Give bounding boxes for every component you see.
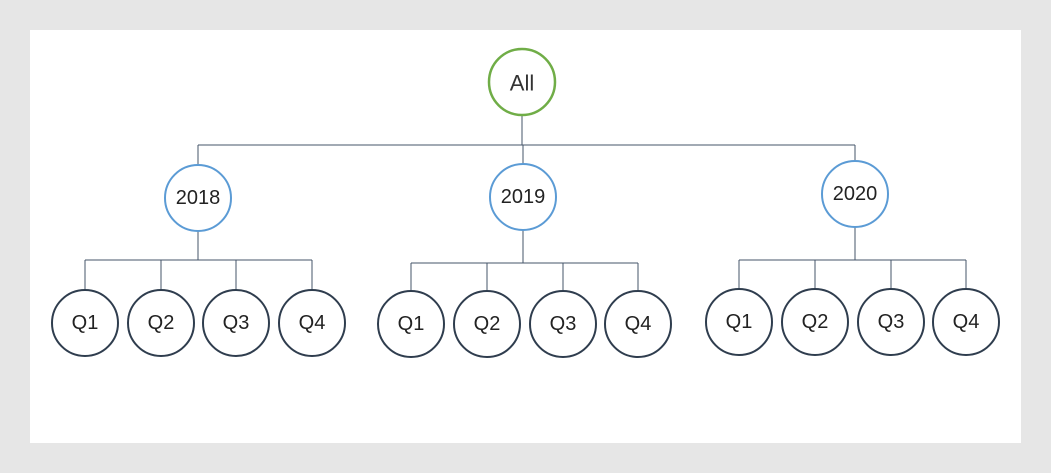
quarter-node: Q1 xyxy=(705,288,773,356)
quarter-label: Q2 xyxy=(802,311,829,333)
root-circle xyxy=(487,47,557,117)
quarter-label: Q1 xyxy=(726,311,753,333)
quarter-circle xyxy=(278,289,346,357)
quarter-node: Q4 xyxy=(604,290,672,358)
year-node: 2018 xyxy=(164,164,232,232)
quarter-circle xyxy=(781,288,849,356)
quarter-node: Q1 xyxy=(51,289,119,357)
quarter-node: Q3 xyxy=(857,288,925,356)
quarter-node: Q3 xyxy=(202,289,270,357)
quarter-circle xyxy=(51,289,119,357)
quarter-label: Q3 xyxy=(223,312,250,334)
year-circle xyxy=(164,164,232,232)
quarter-circle xyxy=(202,289,270,357)
year-node: 2019 xyxy=(489,163,557,231)
root-node: All xyxy=(487,47,557,117)
quarter-label: Q2 xyxy=(474,313,501,335)
quarter-node: Q1 xyxy=(377,290,445,358)
quarter-label: Q4 xyxy=(625,313,652,335)
year-circle xyxy=(489,163,557,231)
quarter-node: Q2 xyxy=(453,290,521,358)
quarter-circle xyxy=(529,290,597,358)
year-nodes: 2018 2019 2020 xyxy=(164,160,889,232)
quarter-circle xyxy=(705,288,773,356)
quarter-label: Q2 xyxy=(148,312,175,334)
quarter-node: Q2 xyxy=(781,288,849,356)
year-label: 2020 xyxy=(833,183,878,205)
quarter-circle xyxy=(453,290,521,358)
root-label: All xyxy=(510,71,534,96)
quarter-circle xyxy=(604,290,672,358)
connector-lines xyxy=(84,115,967,291)
quarter-circle xyxy=(857,288,925,356)
quarter-label: Q3 xyxy=(878,311,905,333)
quarter-node: Q2 xyxy=(127,289,195,357)
year-node: 2020 xyxy=(821,160,889,228)
year-label: 2019 xyxy=(501,186,546,208)
quarter-nodes: Q1 Q2 Q3 Q4 Q1 Q2 Q3 Q4 Q1 Q2 Q3 Q4 xyxy=(51,288,1000,358)
quarter-node: Q4 xyxy=(278,289,346,357)
quarter-circle xyxy=(127,289,195,357)
quarter-label: Q1 xyxy=(398,313,425,335)
quarter-circle xyxy=(932,288,1000,356)
quarter-node: Q3 xyxy=(529,290,597,358)
quarter-label: Q3 xyxy=(550,313,577,335)
year-circle xyxy=(821,160,889,228)
year-label: 2018 xyxy=(176,187,221,209)
quarter-label: Q4 xyxy=(299,312,326,334)
quarter-node: Q4 xyxy=(932,288,1000,356)
quarter-circle xyxy=(377,290,445,358)
quarter-label: Q4 xyxy=(953,311,980,333)
quarter-label: Q1 xyxy=(72,312,99,334)
